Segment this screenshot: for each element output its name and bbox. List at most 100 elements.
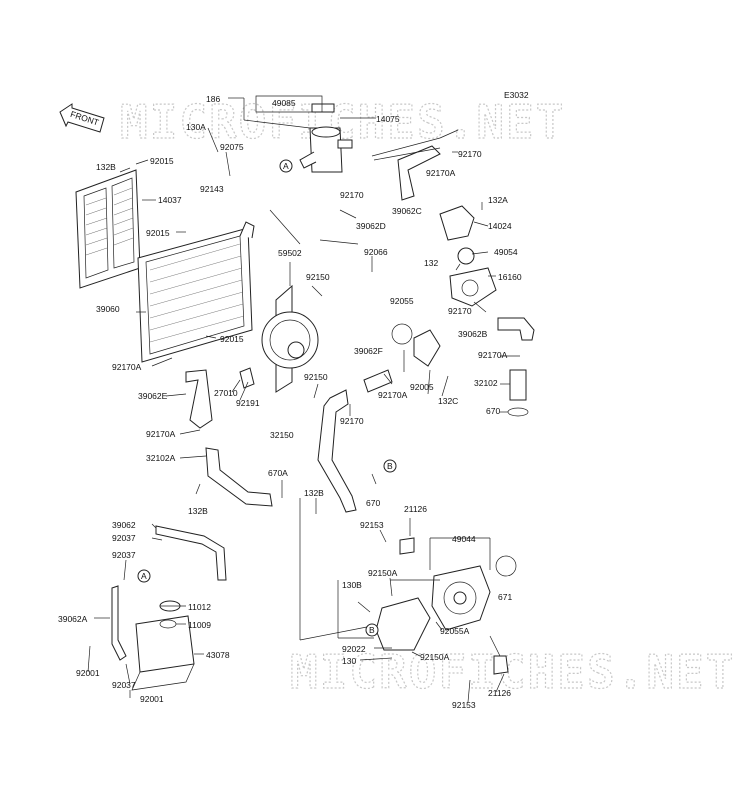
thermostat-cover [439,205,475,265]
part-label: 92143 [200,184,224,194]
part-label: 670 [366,498,380,508]
hose-39062e [185,369,213,429]
part-label: 92022 [342,644,366,654]
part-label: 39060 [96,304,120,314]
hose-32102a [205,447,273,507]
filler-neck [299,103,353,173]
cooling-fan [261,284,319,393]
hose-39062 [155,525,227,581]
hose-39062b [497,317,535,341]
part-label: 49054 [494,247,518,257]
svg-text:B: B [369,625,375,635]
part-label: 92170 [340,190,364,200]
hose-39062a [111,585,127,661]
part-label: 49044 [452,534,476,544]
hose-32150 [317,389,357,513]
part-label: 92066 [364,247,388,257]
part-label: 130B [342,580,362,590]
part-label: 92191 [236,398,260,408]
part-label: 11009 [188,620,211,630]
part-label: 92037 [112,533,136,543]
part-label: 92005 [410,382,434,392]
part-label: 92170A [378,390,408,400]
part-label: 670A [268,468,288,478]
hose-39062f [363,369,393,393]
water-pump-housing [375,597,431,651]
part-label: 59502 [278,248,302,258]
part-label: 92170A [146,429,176,439]
part-label: 92153 [452,700,476,710]
diagram-code: E3032 [504,90,529,100]
part-label: 92150 [304,372,328,382]
part-label: 32102A [146,453,176,463]
marker-a-bottom: A [137,569,151,583]
part-label: 92150A [420,652,450,662]
part-label: 92001 [76,668,100,678]
marker-a-top: A [279,159,293,173]
part-label: 92170A [112,362,142,372]
part-label: 14024 [488,221,512,231]
part-label: 132B [96,162,116,172]
water-pump-cover [413,329,441,367]
part-label: 21126 [488,688,511,698]
part-label: 92075 [220,142,244,152]
part-label: 11012 [188,602,211,612]
part-label: 92170A [426,168,456,178]
marker-b-middle: B [383,459,397,473]
part-label: 39062E [138,391,168,401]
part-label: 132 [424,258,438,268]
part-label: 39062 [112,520,136,530]
bracket-21126-bottom [493,655,509,675]
pipe-32102 [509,369,527,401]
part-label: 39062B [458,329,488,339]
part-label: 14075 [376,114,400,124]
front-arrow-icon: FRONT [59,103,105,133]
radiator [137,221,255,363]
part-labels: 186 49085 14075 130A 92075 92015 132B 92… [58,94,522,710]
part-label: 92150 [306,272,330,282]
part-label: 43078 [206,650,230,660]
part-label: 39062C [392,206,422,216]
part-label: 49085 [272,98,296,108]
part-label: 671 [498,592,512,602]
part-label: 14037 [158,195,182,205]
fan-switch-27010 [239,367,255,389]
radiator-grille [75,169,141,289]
part-label: 92037 [112,550,136,560]
part-label: 132C [438,396,458,406]
thermostat-housing [449,267,497,307]
part-label: 92170 [448,306,472,316]
o-ring-92055 [391,323,413,345]
part-label: 16160 [498,272,522,282]
part-label: 39062F [354,346,383,356]
part-label: 92170A [478,350,508,360]
part-label: 92170 [340,416,364,426]
part-label: 132B [304,488,324,498]
part-label: 130A [186,122,206,132]
part-label: 130 [342,656,356,666]
marker-b-bottom: B [365,623,379,637]
svg-text:A: A [283,161,289,171]
part-label: 92153 [360,520,384,530]
bracket-21126-top [399,537,415,555]
reserve-tank [131,600,195,691]
part-label: 32150 [270,430,294,440]
part-label: 670 [486,406,500,416]
part-label: 92037 [112,680,136,690]
watermark-bottom: MICROFICHES.NET [290,645,735,699]
part-label: 32102 [474,378,498,388]
leader-lines [87,95,520,703]
part-label: 92015 [150,156,174,166]
part-label: 92055A [440,626,470,636]
part-label: 132A [488,195,508,205]
part-label: 92015 [220,334,244,344]
water-pump [431,565,491,631]
o-ring-670 [507,407,529,417]
o-ring-671 [495,555,517,577]
hose-39062c [397,145,441,201]
svg-text:B: B [387,461,393,471]
part-label: 92055 [390,296,414,306]
part-label: 92150A [368,568,398,578]
part-label: 132B [188,506,208,516]
